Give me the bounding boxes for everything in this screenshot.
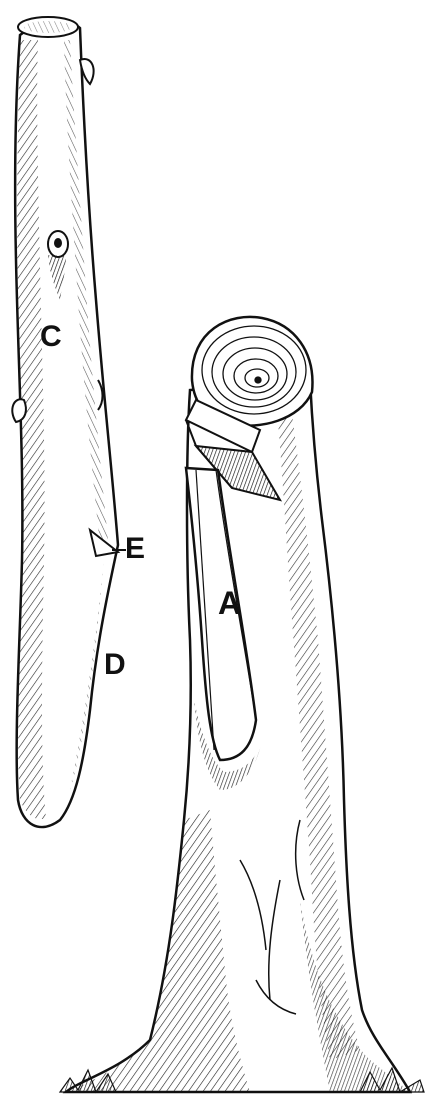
label-c: C: [40, 322, 62, 352]
label-d: D: [104, 650, 126, 680]
stock: [60, 317, 424, 1092]
label-a: A: [218, 587, 241, 619]
scion: [12, 17, 118, 827]
label-e: E: [125, 534, 145, 564]
